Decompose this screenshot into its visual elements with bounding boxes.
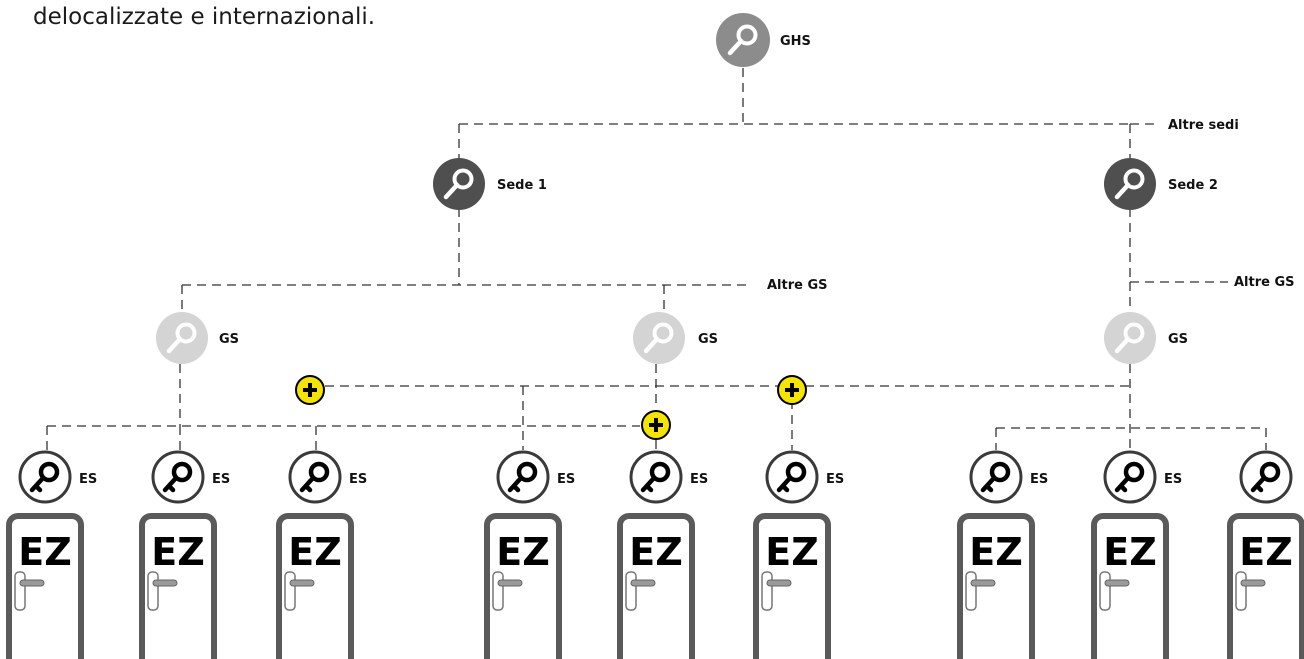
door-handle-icon <box>284 571 315 611</box>
black-key-icon <box>162 461 193 493</box>
white-key-icon <box>1114 168 1145 200</box>
es-label: ES <box>212 472 230 487</box>
gs-node: GS <box>156 312 239 364</box>
door-handle-icon <box>492 571 523 611</box>
door-handle-icon <box>761 571 792 611</box>
ez-door: EZ <box>139 513 217 659</box>
black-key-icon <box>1114 461 1145 493</box>
ez-label: EZ <box>629 530 683 574</box>
es-label: ES <box>826 472 844 487</box>
plus-icon <box>777 375 807 405</box>
plus-icon <box>641 410 671 440</box>
altre-gs-label: Altre GS <box>1234 275 1295 290</box>
es-node: ES <box>288 450 367 504</box>
intro-text: delocalizzate e internazionali. <box>33 4 376 30</box>
es-label: ES <box>349 472 367 487</box>
door-handle-icon <box>1099 571 1130 611</box>
ez-label: EZ <box>969 530 1023 574</box>
gs-node: GS <box>1104 312 1188 364</box>
door-frame <box>139 513 217 659</box>
gs-node: GS <box>633 312 718 364</box>
es-node: ES <box>765 450 844 504</box>
ez-label: EZ <box>151 530 205 574</box>
ez-label: EZ <box>765 530 819 574</box>
door-handle-icon <box>14 571 45 611</box>
ghs-node: GHS <box>716 13 811 67</box>
door-frame <box>617 513 695 659</box>
es-label: ES <box>557 472 575 487</box>
es-label: ES <box>1164 472 1182 487</box>
es-node: ES <box>969 450 1048 504</box>
ghs-label: GHS <box>780 34 811 49</box>
white-key-icon <box>1114 322 1145 354</box>
door-frame <box>957 513 1035 659</box>
door-frame <box>6 513 84 659</box>
white-key-icon <box>643 322 674 354</box>
sede2-node: Sede 2 <box>1104 158 1218 210</box>
white-key-icon <box>443 168 474 200</box>
door-handle-icon <box>625 571 656 611</box>
ez-door: EZ <box>484 513 562 659</box>
black-key-icon <box>980 461 1011 493</box>
white-key-icon <box>166 322 197 354</box>
ez-door: EZ <box>276 513 354 659</box>
ez-door: EZ <box>1091 513 1169 659</box>
ez-door: EZ <box>1227 513 1304 659</box>
es-layer: ES ES ES ES ES ES ES ES <box>18 450 1293 504</box>
gs-label: GS <box>698 332 718 347</box>
es-node: ES <box>151 450 230 504</box>
sede2-label: Sede 2 <box>1168 178 1218 193</box>
connector-lines <box>46 68 1267 450</box>
es-label: ES <box>79 472 97 487</box>
es-label: ES <box>1030 472 1048 487</box>
white-key-icon <box>727 24 758 56</box>
black-key-icon <box>640 461 671 493</box>
black-key-icon <box>29 461 60 493</box>
es-node: ES <box>629 450 708 504</box>
ez-door: EZ <box>753 513 831 659</box>
es-node: ES <box>1103 450 1182 504</box>
ez-label: EZ <box>288 530 342 574</box>
black-key-icon <box>776 461 807 493</box>
ez-door: EZ <box>6 513 84 659</box>
door-handle-icon <box>147 571 178 611</box>
sede1-node: Sede 1 <box>433 158 547 210</box>
door-handle-icon <box>1235 571 1266 611</box>
es-node: ES <box>18 450 97 504</box>
black-key-icon <box>507 461 538 493</box>
gs-label: GS <box>1168 332 1188 347</box>
door-frame <box>753 513 831 659</box>
ez-label: EZ <box>1239 530 1293 574</box>
ez-door: EZ <box>617 513 695 659</box>
plus-icon <box>295 375 325 405</box>
door-frame <box>1227 513 1304 659</box>
door-frame <box>1091 513 1169 659</box>
ez-label: EZ <box>1103 530 1157 574</box>
altre-sedi-label: Altre sedi <box>1168 118 1239 133</box>
es-node: ES <box>496 450 575 504</box>
es-node <box>1239 450 1293 504</box>
sede1-label: Sede 1 <box>497 178 547 193</box>
altre-gs-label: Altre GS <box>767 278 828 293</box>
ez-label: EZ <box>496 530 550 574</box>
es-label: ES <box>690 472 708 487</box>
ez-label: EZ <box>18 530 72 574</box>
door-layer: EZ EZ EZ EZ EZ EZ EZ EZ EZ <box>6 513 1304 659</box>
black-key-icon <box>299 461 330 493</box>
black-key-icon <box>1250 461 1281 493</box>
door-frame <box>276 513 354 659</box>
door-handle-icon <box>965 571 996 611</box>
gs-label: GS <box>219 332 239 347</box>
ez-door: EZ <box>957 513 1035 659</box>
door-frame <box>484 513 562 659</box>
